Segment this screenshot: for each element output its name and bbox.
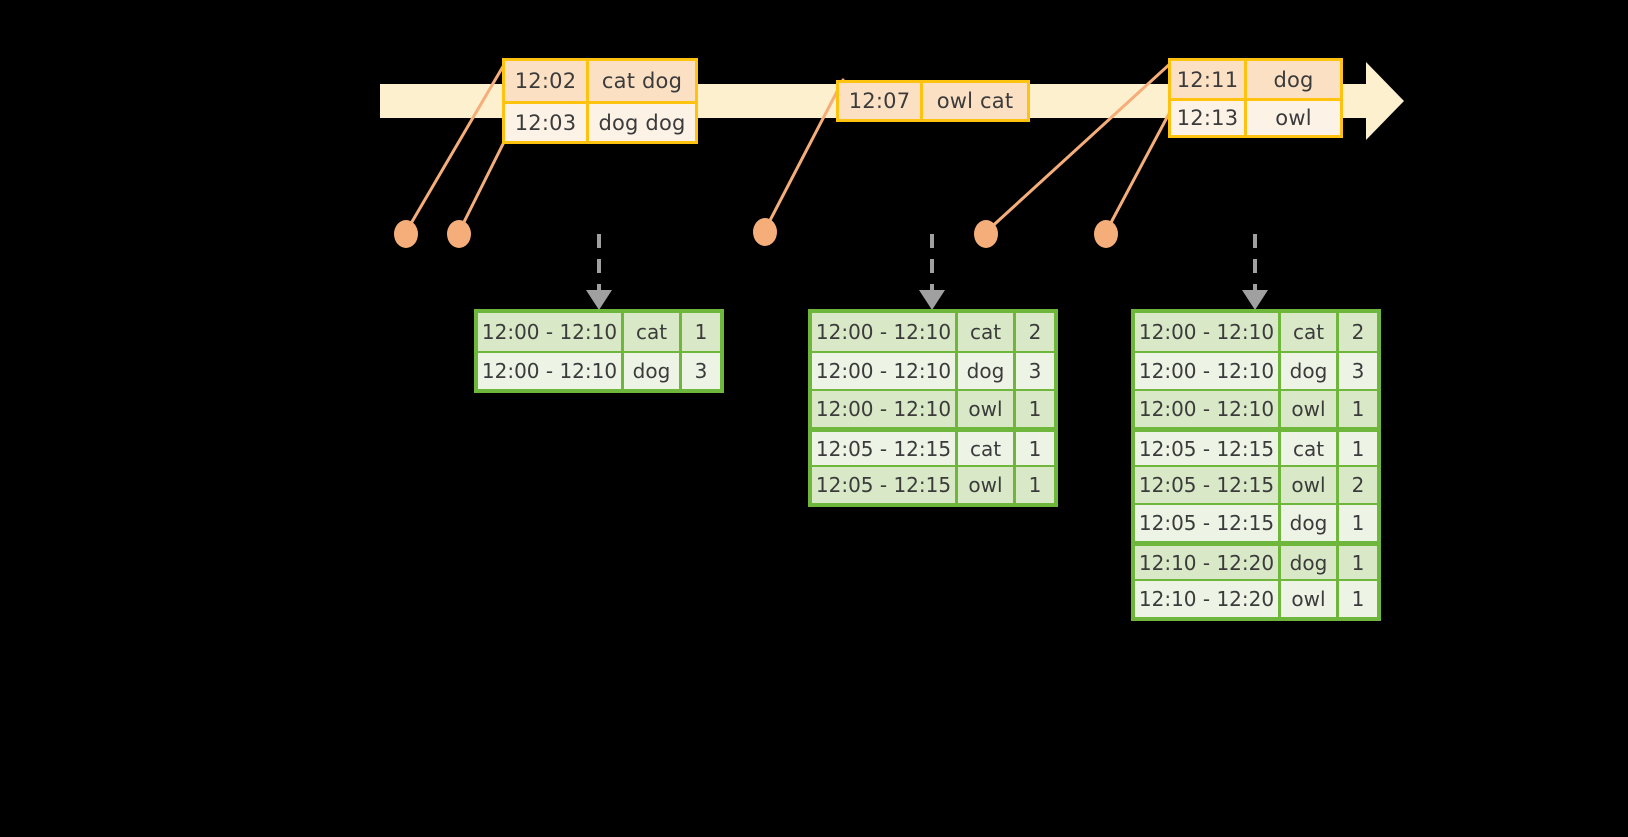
count-cell: 2 [1339, 467, 1377, 503]
event-row: 12:07 owl cat [839, 83, 1027, 119]
key-cell: dog [1281, 546, 1339, 579]
event-payload: owl [1247, 101, 1340, 135]
event-payload: dog [1247, 61, 1340, 98]
result-arrow-2 [919, 234, 945, 310]
key-cell: cat [1281, 313, 1339, 351]
key-cell: cat [958, 313, 1016, 351]
key-cell: dog [1281, 505, 1339, 541]
connector-line-5 [1104, 106, 1174, 234]
window-cell: 12:00 - 12:10 [1135, 353, 1281, 389]
window-cell: 12:00 - 12:10 [478, 353, 624, 389]
event-dot-3 [753, 218, 777, 246]
event-dots [394, 218, 1118, 248]
window-cell: 12:05 - 12:15 [812, 467, 958, 503]
connector-line-2 [457, 138, 507, 234]
window-cell: 12:00 - 12:10 [1135, 313, 1281, 351]
event-payload: dog dog [589, 104, 695, 141]
key-cell: owl [958, 467, 1016, 503]
count-cell: 2 [1016, 313, 1054, 351]
event-row: 12:13 owl [1171, 98, 1340, 135]
event-row: 12:11 dog [1171, 61, 1340, 98]
count-cell: 3 [1016, 353, 1054, 389]
connector-line-3 [763, 78, 845, 232]
event-row: 12:03 dog dog [505, 101, 695, 141]
window-cell: 12:05 - 12:15 [1135, 467, 1281, 503]
key-cell: dog [958, 353, 1016, 389]
window-cell: 12:00 - 12:10 [812, 313, 958, 351]
result-arrow-3 [1242, 234, 1268, 310]
window-cell: 12:10 - 12:20 [1135, 581, 1281, 617]
result-arrows [586, 234, 1268, 310]
event-time: 12:07 [839, 83, 923, 119]
key-cell: cat [958, 432, 1016, 465]
count-cell: 1 [1016, 467, 1054, 503]
window-cell: 12:05 - 12:15 [812, 432, 958, 465]
count-cell: 1 [1339, 391, 1377, 427]
count-cell: 1 [1339, 432, 1377, 465]
event-group-3: 12:11 dog 12:13 owl [1168, 58, 1343, 138]
connector-line-1 [404, 61, 507, 234]
event-time: 12:11 [1171, 61, 1247, 98]
count-cell: 3 [682, 353, 720, 389]
key-cell: owl [1281, 391, 1339, 427]
count-cell: 1 [1016, 391, 1054, 427]
event-payload: cat dog [589, 61, 695, 101]
event-dot-5 [1094, 220, 1118, 248]
key-cell: owl [958, 391, 1016, 427]
event-payload: owl cat [923, 83, 1027, 119]
result-arrow-1 [586, 234, 612, 310]
count-cell: 3 [1339, 353, 1377, 389]
event-time: 12:02 [505, 61, 589, 101]
event-time: 12:13 [1171, 101, 1247, 135]
key-cell: cat [1281, 432, 1339, 465]
event-connector-lines [404, 60, 1174, 234]
key-cell: owl [1281, 467, 1339, 503]
event-time: 12:03 [505, 104, 589, 141]
event-dot-4 [974, 220, 998, 248]
count-cell: 1 [1016, 432, 1054, 465]
key-cell: dog [624, 353, 682, 389]
window-cell: 12:00 - 12:10 [478, 313, 624, 351]
count-cell: 1 [682, 313, 720, 351]
count-cell: 1 [1339, 546, 1377, 579]
window-cell: 12:00 - 12:10 [812, 353, 958, 389]
window-cell: 12:05 - 12:15 [1135, 505, 1281, 541]
event-dot-1 [394, 220, 418, 248]
event-row: 12:02 cat dog [505, 61, 695, 101]
connector-line-4 [984, 60, 1174, 234]
event-group-2: 12:07 owl cat [836, 80, 1030, 122]
event-dot-2 [447, 220, 471, 248]
event-group-1: 12:02 cat dog 12:03 dog dog [502, 58, 698, 144]
window-cell: 12:00 - 12:10 [1135, 391, 1281, 427]
key-cell: cat [624, 313, 682, 351]
key-cell: dog [1281, 353, 1339, 389]
count-cell: 1 [1339, 505, 1377, 541]
window-cell: 12:05 - 12:15 [1135, 432, 1281, 465]
window-cell: 12:00 - 12:10 [812, 391, 958, 427]
window-cell: 12:10 - 12:20 [1135, 546, 1281, 579]
key-cell: owl [1281, 581, 1339, 617]
count-cell: 2 [1339, 313, 1377, 351]
count-cell: 1 [1339, 581, 1377, 617]
